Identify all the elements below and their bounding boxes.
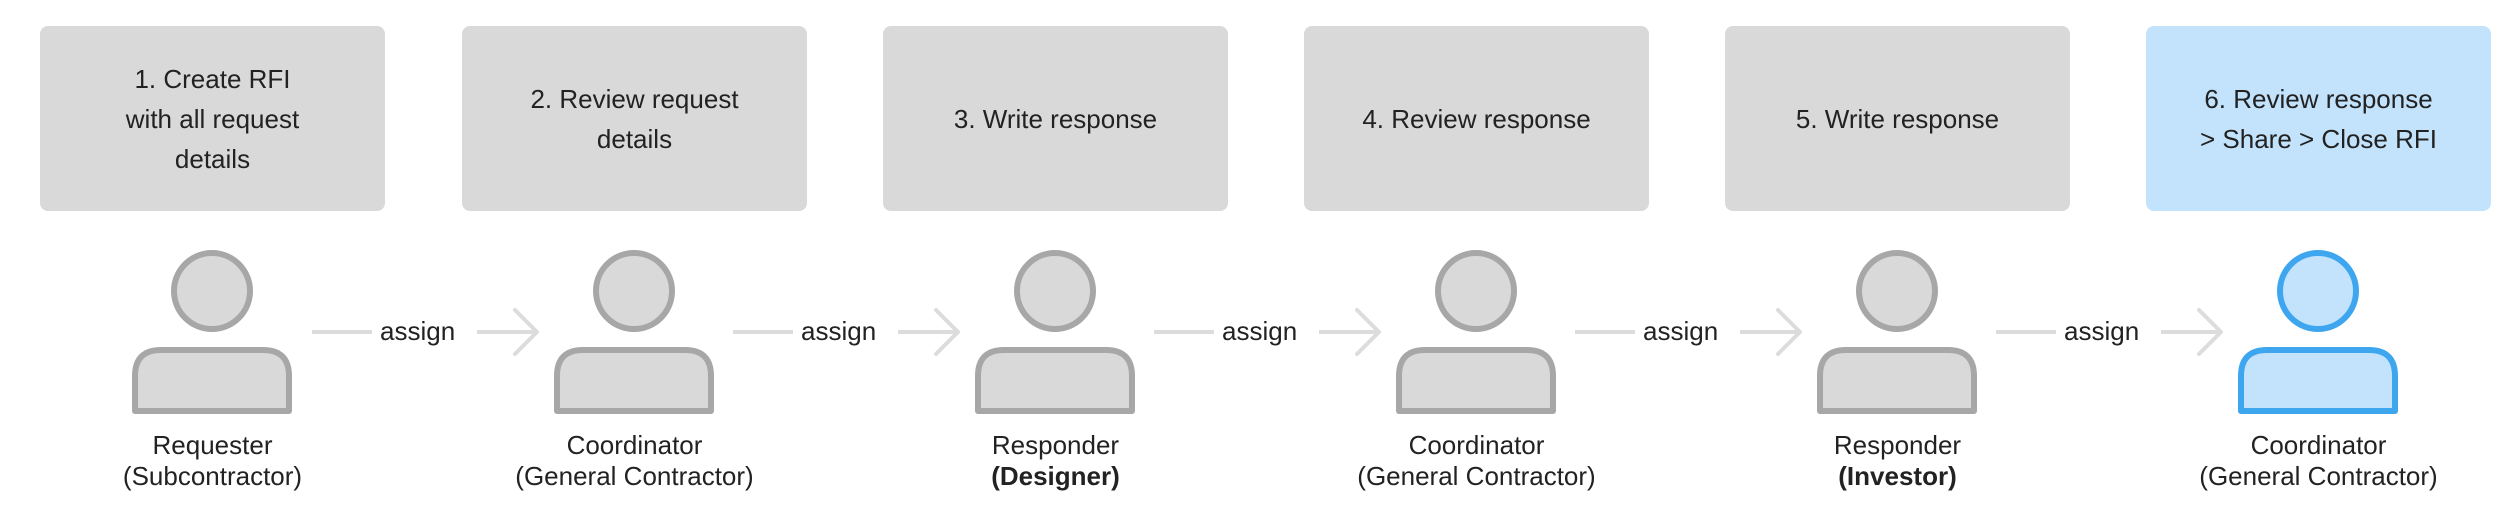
workflow-step-6: 6. Review response > Share > Close RFI C… — [2106, 0, 2504, 522]
workflow-step-3: 3. Write response Responder (Designer) — [843, 0, 1243, 522]
role-title: Requester — [152, 430, 273, 460]
role-label: Responder (Designer) — [843, 430, 1268, 492]
connector-line — [733, 330, 793, 334]
person-icon — [132, 250, 292, 414]
role-organization: (Subcontractor) — [122, 461, 303, 491]
connector-line — [312, 330, 372, 334]
role-label: Requester (Subcontractor) — [0, 430, 425, 492]
role-title: Coordinator — [1408, 430, 1545, 460]
step-text: 6. Review response > Share > Close RFI — [2200, 83, 2437, 154]
assign-connector-4: assign — [1575, 305, 1805, 359]
arrow-right-icon — [2161, 308, 2223, 356]
person-icon — [975, 250, 1135, 414]
assign-label: assign — [1643, 316, 1719, 346]
assign-connector-1: assign — [312, 305, 542, 359]
role-organization: (General Contractor) — [515, 461, 754, 491]
arrow-right-icon — [898, 308, 960, 356]
role-organization: (General Contractor) — [1357, 461, 1596, 491]
assign-label: assign — [2064, 316, 2140, 346]
role-title: Responder — [1833, 430, 1962, 460]
step-box: 2. Review request details — [462, 26, 807, 211]
assign-connector-5: assign — [1996, 305, 2226, 359]
step-text: 2. Review request details — [530, 83, 739, 154]
person-icon — [1396, 250, 1556, 414]
assign-label: assign — [380, 316, 456, 346]
assign-connector-3: assign — [1154, 305, 1384, 359]
role-label: Coordinator (General Contractor) — [1264, 430, 1689, 492]
step-box: 4. Review response — [1304, 26, 1649, 211]
arrow-right-icon — [477, 308, 539, 356]
step-text: 5. Write response — [1795, 103, 2000, 134]
connector-line — [1996, 330, 2056, 334]
step-text: 1. Create RFI with all request details — [125, 63, 300, 174]
assign-connector-2: assign — [733, 305, 963, 359]
role-title: Responder — [991, 430, 1120, 460]
workflow-step-2: 2. Review request details Coordinator (G… — [422, 0, 822, 522]
assign-label: assign — [1222, 316, 1298, 346]
role-label: Responder (Investor) — [1685, 430, 2110, 492]
role-title: Coordinator — [566, 430, 703, 460]
person-icon — [1817, 250, 1977, 414]
role-organization: (Investor) — [1838, 461, 1957, 491]
workflow-step-1: 1. Create RFI with all request details R… — [0, 0, 400, 522]
assign-label: assign — [801, 316, 877, 346]
connector-line — [1575, 330, 1635, 334]
step-text: 4. Review response — [1362, 103, 1591, 134]
role-label: Coordinator (General Contractor) — [422, 430, 847, 492]
step-box-active: 6. Review response > Share > Close RFI — [2146, 26, 2491, 211]
role-label: Coordinator (General Contractor) — [2106, 430, 2504, 492]
workflow-step-5: 5. Write response Responder (Investor) — [1685, 0, 2085, 522]
step-box: 5. Write response — [1725, 26, 2070, 211]
arrow-right-icon — [1740, 308, 1802, 356]
person-icon-active — [2238, 250, 2398, 414]
connector-line — [1154, 330, 1214, 334]
step-box: 1. Create RFI with all request details — [40, 26, 385, 211]
person-icon — [554, 250, 714, 414]
role-organization: (Designer) — [991, 461, 1120, 491]
workflow-step-4: 4. Review response Coordinator (General … — [1264, 0, 1664, 522]
role-title: Coordinator — [2250, 430, 2387, 460]
arrow-right-icon — [1319, 308, 1381, 356]
role-organization: (General Contractor) — [2199, 461, 2438, 491]
step-box: 3. Write response — [883, 26, 1228, 211]
step-text: 3. Write response — [953, 103, 1158, 134]
